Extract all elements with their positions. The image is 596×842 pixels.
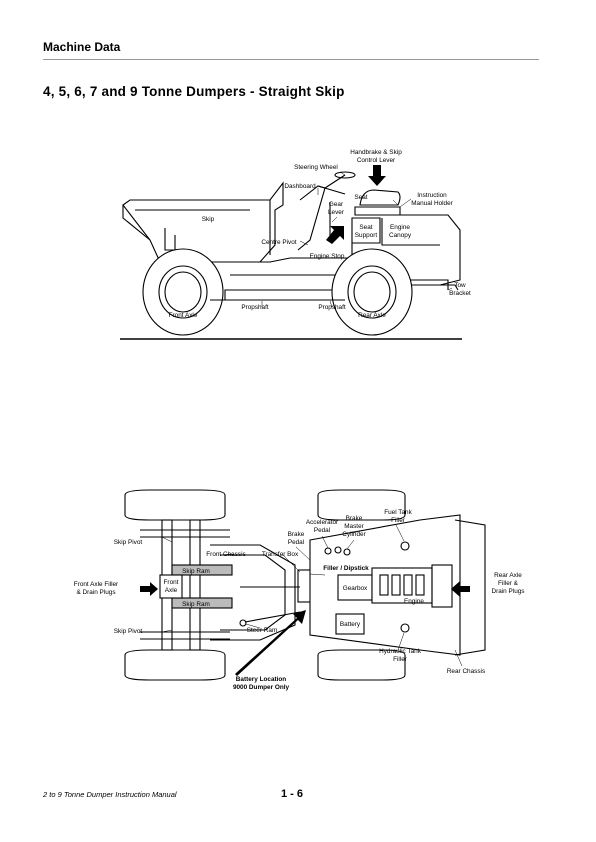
label-front-axle-box-2: Axle xyxy=(165,587,178,594)
label-engine-canopy-2: Canopy xyxy=(389,232,412,239)
label-instruction-2: Manual Holder xyxy=(411,200,453,207)
label-brake-pedal-2: Pedal xyxy=(288,539,304,546)
section-header: Machine Data xyxy=(43,40,121,54)
label-front-axle: Front Axle xyxy=(169,312,198,319)
label-engine-canopy-1: Engine xyxy=(390,224,410,231)
label-accelerator-1: Accelerator xyxy=(306,519,339,526)
label-rear-axle-filler-2: Filler & xyxy=(498,580,519,587)
footer-manual-title: 2 to 9 Tonne Dumper Instruction Manual xyxy=(43,790,177,799)
label-fuel-tank-1: Fuel Tank xyxy=(384,509,412,516)
label-skip-pivot-bottom: Skip Pivot xyxy=(114,628,143,635)
label-rear-axle-filler-3: Drain Plugs xyxy=(491,588,524,595)
label-transfer-box: Transfer Box xyxy=(262,551,299,558)
label-battery-location-1: Battery Location xyxy=(236,676,287,683)
label-battery: Battery xyxy=(340,621,361,628)
label-steering-wheel: Steering Wheel xyxy=(294,164,338,171)
page-number: 1 - 6 xyxy=(281,788,304,800)
label-rear-axle: Rear Axle xyxy=(358,312,386,319)
label-brake-master-3: Cylinder xyxy=(342,531,366,538)
label-seat-support-1: Seat xyxy=(359,224,372,231)
label-steer-ram: Steer Ram xyxy=(247,627,278,634)
label-brake-pedal-1: Brake xyxy=(288,531,305,538)
label-skip: Skip xyxy=(202,216,215,223)
label-gearbox: Gearbox xyxy=(343,585,368,592)
label-tow-2: Bracket xyxy=(449,290,471,297)
label-brake-master-1: Brake xyxy=(346,515,363,522)
label-rear-chassis: Rear Chassis xyxy=(447,668,485,675)
label-tow-1: Tow xyxy=(454,282,466,289)
label-propshaft-1: Propshaft xyxy=(241,304,269,311)
header-rule xyxy=(43,59,539,60)
label-skip-ram-top: Skip Ram xyxy=(182,568,210,575)
label-rear-axle-filler-1: Rear Axle xyxy=(494,572,522,579)
label-hydraulic-tank-2: Filler xyxy=(393,656,408,663)
label-battery-location-2: 9000 Dumper Only xyxy=(233,684,290,691)
label-skip-ram-bottom: Skip Ram xyxy=(182,601,210,608)
label-skip-pivot-top: Skip Pivot xyxy=(114,539,143,546)
label-filler-dipstick: Filler / Dipstick xyxy=(323,565,369,572)
label-fuel-tank-2: Filler xyxy=(391,517,406,524)
label-seat: Seat xyxy=(354,194,367,201)
label-engine: Engine xyxy=(404,598,424,605)
label-propshaft-2: Propshaft xyxy=(318,304,346,311)
label-front-axle-filler-2: & Drain Plugs xyxy=(76,589,115,596)
label-brake-master-2: Master xyxy=(344,523,364,530)
label-front-chassis: Front Chassis xyxy=(206,551,245,558)
label-gear-2: Lever xyxy=(328,209,345,216)
page-title: 4, 5, 6, 7 and 9 Tonne Dumpers - Straigh… xyxy=(43,84,345,99)
label-gear-1: Gear xyxy=(329,201,344,208)
label-handbrake-1: Handbrake & Skip xyxy=(350,149,402,156)
label-handbrake-2: Control Lever xyxy=(357,157,396,164)
label-hydraulic-tank-1: Hydraulic Tank xyxy=(379,648,422,655)
label-dashboard: Dashboard xyxy=(284,183,316,190)
label-centre-pivot: Centre Pivot xyxy=(261,239,296,246)
label-engine-stop: Engine Stop xyxy=(310,253,345,260)
label-accelerator-2: Pedal xyxy=(314,527,330,534)
label-seat-support-2: Support xyxy=(355,232,378,239)
label-front-axle-box-1: Front xyxy=(164,579,179,586)
label-front-axle-filler-1: Front Axle Filler xyxy=(74,581,119,588)
label-instruction-1: Instruction xyxy=(417,192,447,199)
